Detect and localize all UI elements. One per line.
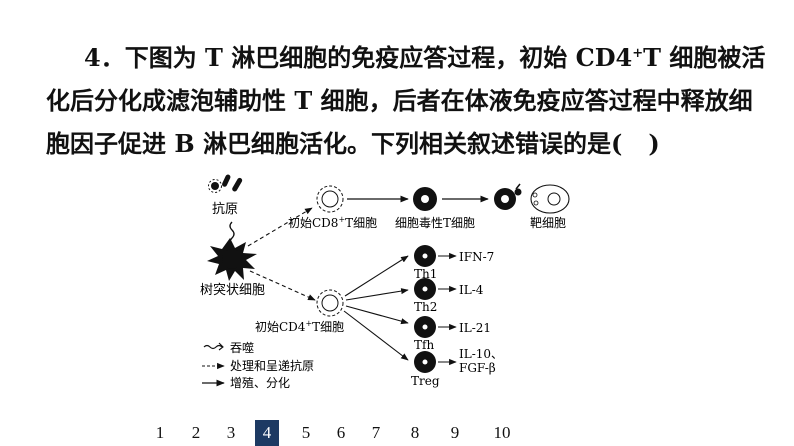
question-text-part-2: T 细胞被活化后分化成滤泡辅助性 T 细胞，后者在体液免疫应答过程中释放细胞因子… <box>46 43 766 158</box>
treg-label: Treg <box>411 374 440 388</box>
legend-proliferate-label: 增殖、分化 <box>230 375 290 390</box>
page-link-3[interactable]: 3 <box>226 423 236 442</box>
il21-label: IL-21 <box>459 321 491 335</box>
th2-cell <box>414 278 436 300</box>
question-text-part-1: 下图为 T 淋巴细胞的免疫应答过程，初始 CD4 <box>124 43 633 72</box>
target-cell-label: 靶细胞 <box>530 216 566 230</box>
cytotoxic-t-cell <box>413 187 437 211</box>
tfh-label: Tfh <box>414 338 434 352</box>
page-link-10[interactable]: 10 <box>493 423 511 442</box>
antigen-label: 抗原 <box>212 202 238 217</box>
question-text: 4．下图为 T 淋巴细胞的免疫应答过程，初始 CD4+T 细胞被活化后分化成滤泡… <box>46 36 766 165</box>
th1-cell <box>414 245 436 267</box>
diff-arrow-tfh <box>345 305 409 325</box>
treg-cell <box>414 351 436 373</box>
ifn-label: IFN-7 <box>459 250 494 264</box>
immune-response-diagram: 抗原 树突状细胞 初始CD8+T细胞 细胞毒性T细胞 靶细胞 初始CD4+T细胞 <box>200 174 570 390</box>
diff-arrow-treg <box>343 310 409 361</box>
target-cell <box>530 184 570 214</box>
legend: 吞噬 处理和呈递抗原 增殖、分化 <box>202 340 314 390</box>
superscript-plus: + <box>632 46 644 61</box>
question-number: 4． <box>84 43 125 72</box>
naive-cd8-label: 初始CD8+T细胞 <box>288 215 377 230</box>
dendritic-cell-label: 树突状细胞 <box>200 282 265 298</box>
question-close-paren: ) <box>648 129 660 158</box>
th1-label: Th1 <box>414 267 437 281</box>
naive-cd4-label: 初始CD4+T细胞 <box>255 319 344 334</box>
present-to-cd8-arrow <box>247 207 313 247</box>
th2-label: Th2 <box>414 300 437 314</box>
legend-phagocytosis-symbol <box>203 344 223 350</box>
attacking-t-cell <box>494 183 522 210</box>
page-link-8[interactable]: 8 <box>410 423 420 442</box>
naive-cd4-t-cell <box>316 289 344 317</box>
legend-process-label: 处理和呈递抗原 <box>230 358 314 373</box>
antigen-icon <box>208 174 243 193</box>
il10-label: IL-10、 <box>459 347 503 361</box>
naive-cd8-t-cell <box>316 185 344 213</box>
cytotoxic-t-cell-label: 细胞毒性T细胞 <box>395 216 475 230</box>
diff-arrow-th2 <box>345 288 409 301</box>
page-link-9[interactable]: 9 <box>450 423 460 442</box>
legend-phagocytosis-label: 吞噬 <box>230 340 254 355</box>
il4-label: IL-4 <box>459 283 484 297</box>
dendritic-cell-icon <box>207 238 257 281</box>
page-link-4[interactable]: 4 <box>255 420 279 446</box>
page-link-7[interactable]: 7 <box>371 423 381 442</box>
present-to-cd4-arrow <box>249 270 316 301</box>
page-link-6[interactable]: 6 <box>336 423 346 442</box>
page-link-1[interactable]: 1 <box>155 423 165 442</box>
tfh-cell <box>414 316 436 338</box>
page-link-5[interactable]: 5 <box>301 423 311 442</box>
diff-arrow-th1 <box>344 255 409 297</box>
page-link-2[interactable]: 2 <box>191 423 201 442</box>
fgf-label: FGF-β <box>459 361 496 375</box>
